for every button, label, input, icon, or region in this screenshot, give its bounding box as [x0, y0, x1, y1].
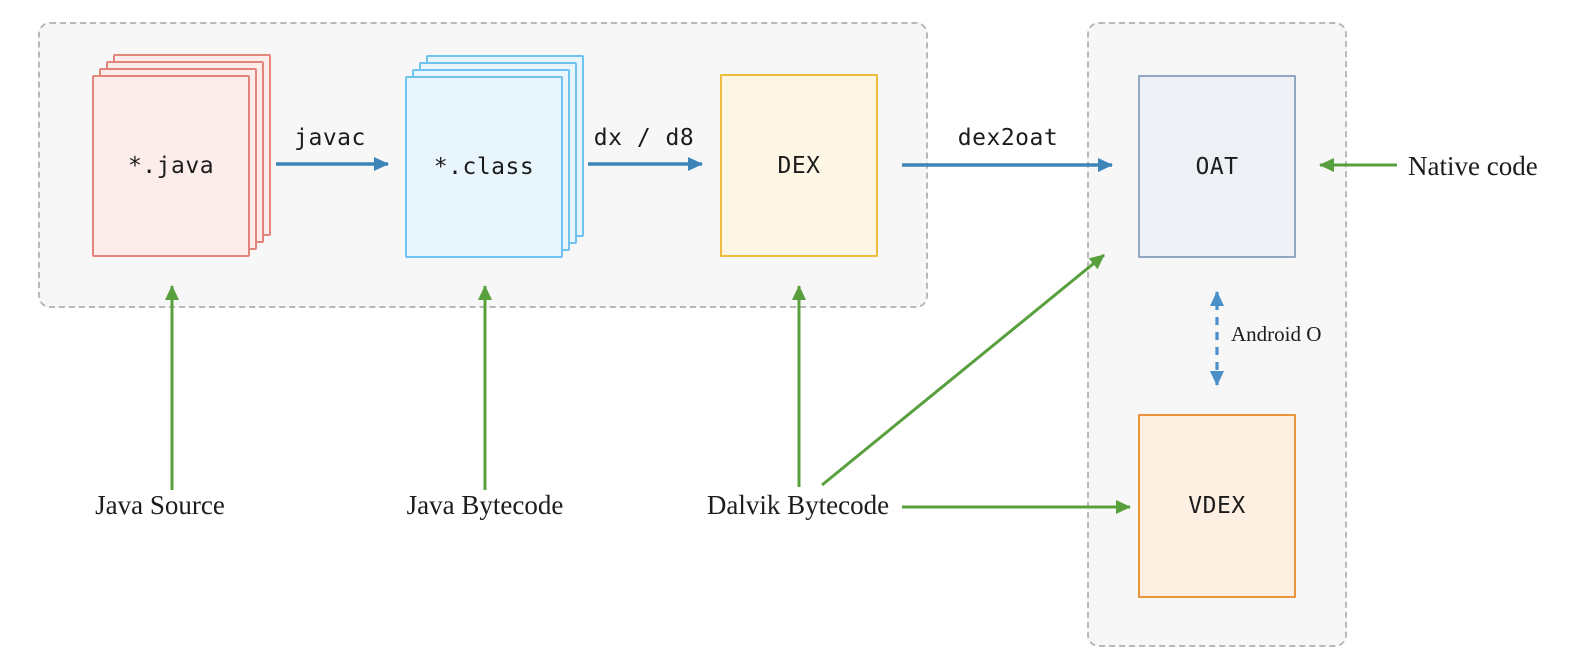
dex2oat-label: dex2oat [957, 125, 1059, 151]
dalvik-bytecode-label: Dalvik Bytecode [706, 490, 890, 520]
vdex-label: VDEX [1188, 493, 1246, 519]
javac-label: javac [294, 125, 366, 151]
java-bytecode-label: Java Bytecode [406, 490, 564, 520]
java-files-node [92, 75, 250, 257]
oat-label: OAT [1195, 153, 1239, 180]
android-o-label: Android O [1231, 322, 1322, 346]
class-files-node [405, 76, 563, 258]
dex-node: DEX [720, 74, 878, 257]
dx-d8-label: dx / d8 [593, 125, 695, 151]
vdex-node: VDEX [1138, 414, 1296, 598]
dex-label: DEX [777, 152, 821, 179]
oat-node: OAT [1138, 75, 1296, 258]
native-code-label: Native code [1408, 151, 1538, 181]
java-source-label: Java Source [95, 490, 225, 520]
